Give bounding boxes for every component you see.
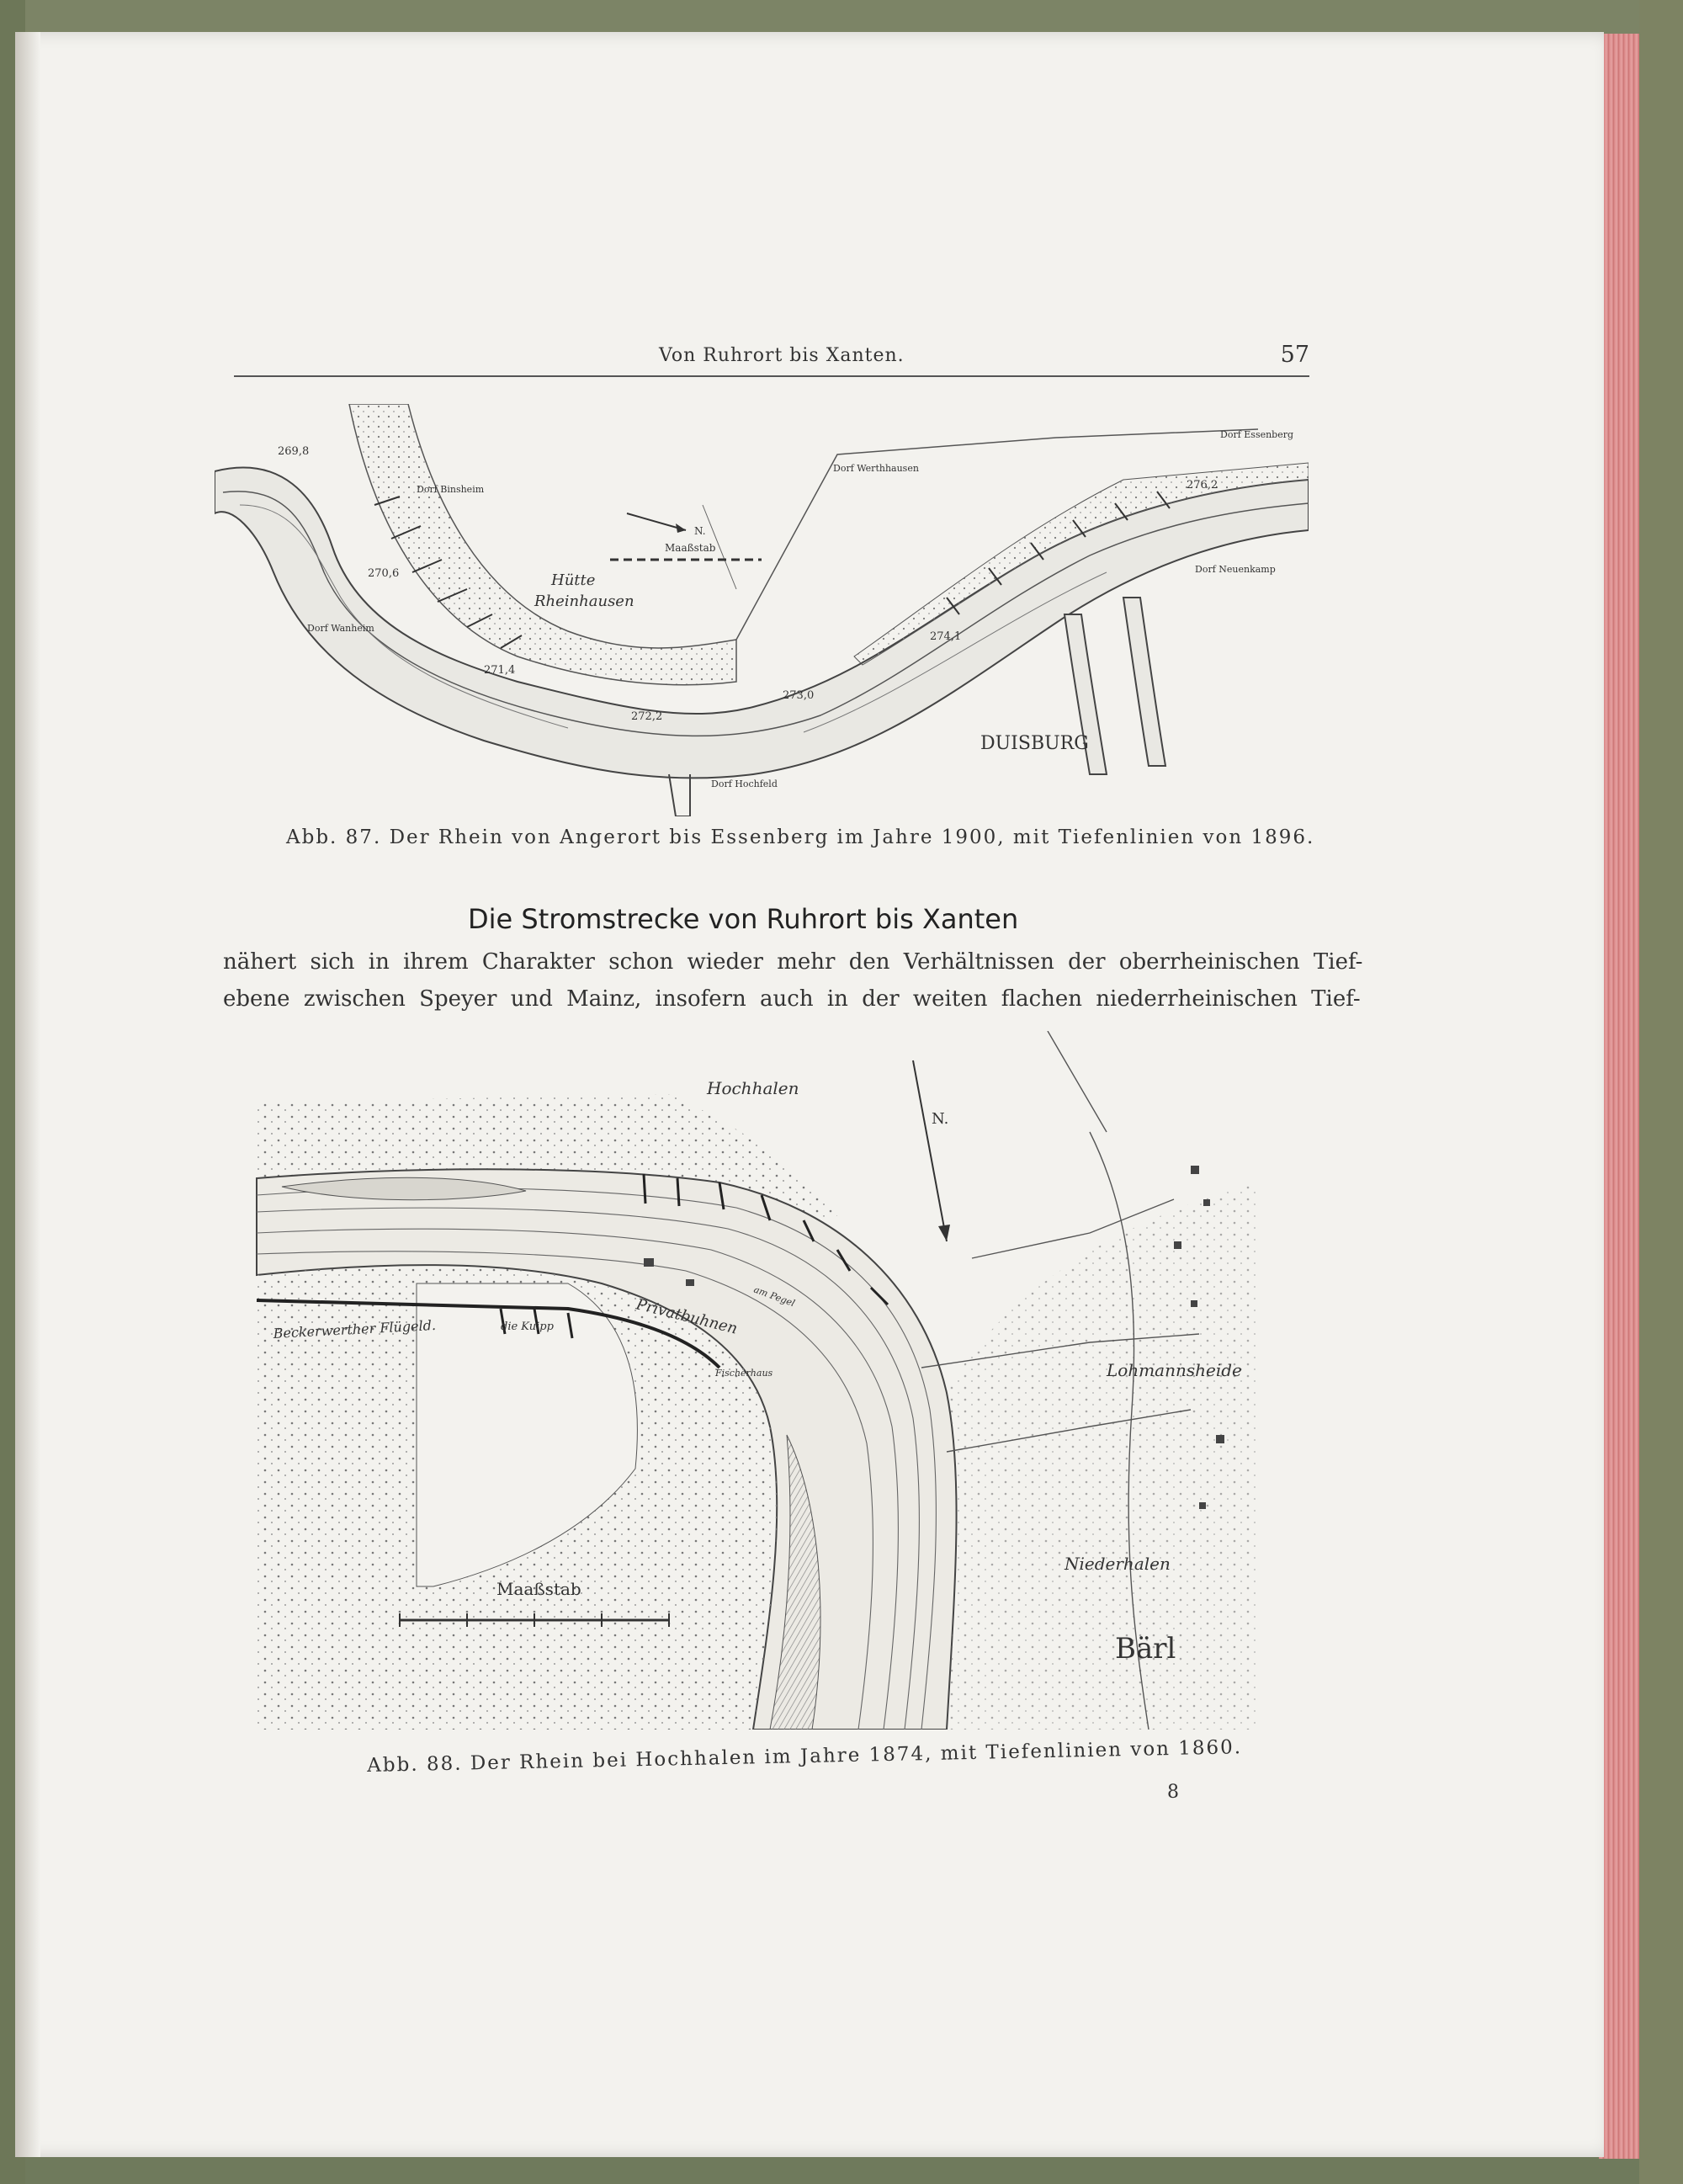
river-87 [215, 466, 1309, 779]
scale-label-88: Maaßstab [496, 1579, 581, 1599]
north-label: N. [694, 525, 706, 537]
label-essenberg: Dorf Essenberg [1220, 429, 1293, 440]
signature-folio: 8 [1167, 1782, 1179, 1803]
north-label-88: N. [932, 1110, 948, 1128]
label-baerl: Bärl [1115, 1632, 1176, 1666]
figure-87-caption: Abb. 87. Der Rhein von Angerort bis Esse… [286, 826, 1315, 848]
depth-270: 270,6 [368, 567, 399, 580]
label-neuenkamp: Dorf Neuenkamp [1195, 564, 1276, 575]
label-kuipp: die Kuipp [501, 1320, 555, 1333]
label-duisburg: DUISBURG [980, 733, 1089, 754]
scale-label: Maaßstab [665, 542, 716, 554]
page-number: 57 [1280, 342, 1309, 368]
running-title: Von Ruhrort bis Xanten. [659, 345, 905, 366]
depth-271: 271,4 [484, 664, 515, 677]
depth-276: 276,2 [1187, 479, 1218, 492]
depth-274: 274,1 [930, 630, 961, 643]
label-rheinhausen: Rheinhausen [534, 592, 634, 610]
book-cover-top [0, 0, 1683, 34]
label-lohmannsheide: Lohmannsheide [1106, 1360, 1242, 1380]
body-text-line-1: nähert sich in ihrem Charakter schon wie… [223, 949, 1363, 975]
depth-269: 269,8 [278, 445, 309, 458]
book-page: Von Ruhrort bis Xanten. 57 [15, 32, 1604, 2157]
body-text-line-2: ebene zwischen Speyer und Mainz, insofer… [223, 986, 1361, 1012]
depth-273: 273,0 [783, 689, 814, 702]
label-werthhausen: Dorf Werthhausen [833, 463, 919, 474]
section-heading: Die Stromstrecke von Ruhrort bis Xanten [468, 903, 1019, 935]
label-fischerhaus: Fischerhaus [714, 1368, 773, 1379]
label-huette: Hütte [550, 571, 595, 589]
figure-88-map: Hochhalen N. Privatbuhnen am Pegel Becke… [256, 1031, 1258, 1730]
page-gutter [15, 32, 40, 2157]
depth-272: 272,2 [631, 710, 662, 723]
label-hochhalen: Hochhalen [706, 1078, 799, 1098]
book-cover-right [1639, 0, 1683, 2184]
label-binsheim: Dorf Binsheim [417, 484, 485, 495]
running-head: Von Ruhrort bis Xanten. 57 [234, 342, 1309, 377]
page-edges [1599, 34, 1639, 2159]
label-hochfeld: Dorf Hochfeld [711, 778, 778, 789]
label-niederhalen: Niederhalen [1064, 1554, 1171, 1574]
label-wanheim: Dorf Wanheim [307, 623, 374, 634]
figure-87-map: Dorf Essenberg Dorf Werthhausen Dorf Bin… [215, 404, 1309, 816]
